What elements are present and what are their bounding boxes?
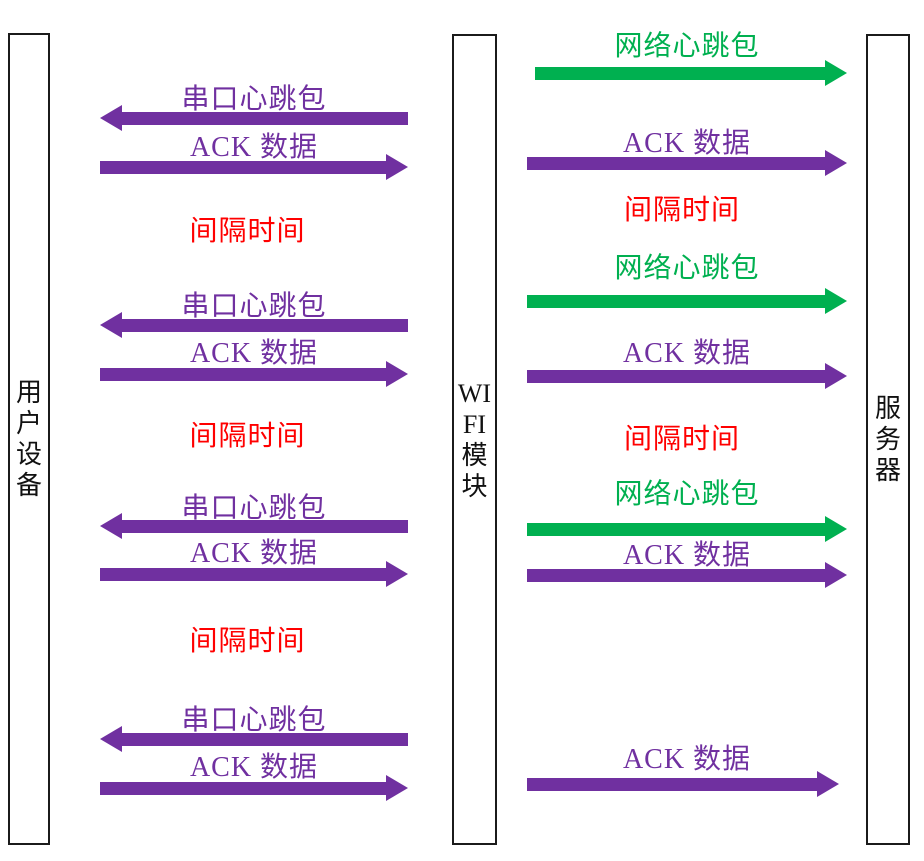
arrow-shaft — [527, 295, 831, 308]
ack-data-arrow-right — [527, 562, 847, 588]
arrow-head-left-icon — [100, 312, 122, 338]
vlabel-char: 服 — [874, 394, 901, 423]
arrow-shaft — [527, 569, 831, 582]
arrow-shaft — [100, 368, 392, 381]
vlabel-char: 器 — [874, 456, 901, 485]
serial-heartbeat-arrow-left — [100, 513, 408, 539]
arrow-head-right-icon — [386, 561, 408, 587]
vlabel-char: 用 — [15, 378, 42, 407]
vlabel-char: 模 — [461, 440, 488, 470]
ack-data-arrow-right — [527, 363, 847, 389]
network-heartbeat-arrow-right — [527, 516, 847, 542]
arrow-shaft — [535, 67, 831, 80]
arrow-head-right-icon — [825, 516, 847, 542]
vlabel-char: 块 — [461, 471, 488, 501]
ack-data-arrow-right — [527, 150, 847, 176]
vlabel-char: 备 — [15, 471, 42, 500]
arrow-head-right-icon — [825, 288, 847, 314]
arrow-shaft — [527, 778, 823, 791]
arrow-head-right-icon — [386, 361, 408, 387]
interval-time-label: 间隔时间 — [623, 195, 740, 226]
serial-heartbeat-label: 串口心跳包 — [181, 84, 327, 115]
ack-data-arrow-right — [527, 771, 839, 797]
interval-time-label: 间隔时间 — [623, 424, 740, 455]
participant-wifi-module: WI FI 模 块 — [452, 34, 497, 845]
interval-time-label: 间隔时间 — [189, 626, 306, 657]
network-heartbeat-label: 网络心跳包 — [614, 253, 760, 284]
ack-data-label: ACK 数据 — [622, 128, 752, 159]
serial-heartbeat-label: 串口心跳包 — [181, 493, 327, 524]
arrow-shaft — [116, 733, 408, 746]
vlabel-char: 务 — [874, 425, 901, 454]
ack-data-arrow-right — [100, 154, 408, 180]
ack-data-label: ACK 数据 — [622, 338, 752, 369]
arrow-shaft — [116, 319, 408, 332]
network-heartbeat-label: 网络心跳包 — [614, 31, 760, 62]
arrow-head-right-icon — [386, 154, 408, 180]
ack-data-arrow-right — [100, 361, 408, 387]
arrow-head-right-icon — [825, 150, 847, 176]
ack-data-label: ACK 数据 — [189, 132, 319, 163]
interval-time-label: 间隔时间 — [189, 216, 306, 247]
serial-heartbeat-label: 串口心跳包 — [181, 705, 327, 736]
participant-user-device: 用 户 设 备 — [8, 33, 50, 845]
arrow-shaft — [116, 520, 408, 533]
serial-heartbeat-arrow-left — [100, 726, 408, 752]
arrow-head-left-icon — [100, 513, 122, 539]
ack-data-label: ACK 数据 — [189, 752, 319, 783]
arrow-head-left-icon — [100, 726, 122, 752]
serial-heartbeat-arrow-left — [100, 312, 408, 338]
vlabel-char: WI — [457, 378, 492, 408]
vlabel-char: FI — [462, 409, 487, 439]
arrow-head-left-icon — [100, 105, 122, 131]
participant-wifi-module-label: WI FI 模 块 — [458, 378, 491, 502]
arrow-shaft — [116, 112, 408, 125]
arrow-head-right-icon — [825, 562, 847, 588]
interval-time-label: 间隔时间 — [189, 421, 306, 452]
network-heartbeat-label: 网络心跳包 — [614, 479, 760, 510]
ack-data-label: ACK 数据 — [189, 338, 319, 369]
arrow-shaft — [100, 161, 392, 174]
ack-data-label: ACK 数据 — [622, 540, 752, 571]
arrow-head-right-icon — [825, 363, 847, 389]
arrow-head-right-icon — [386, 775, 408, 801]
participant-server-label: 服 务 器 — [875, 393, 901, 486]
network-heartbeat-arrow-right — [535, 60, 847, 86]
vlabel-char: 设 — [15, 440, 42, 469]
arrow-shaft — [527, 523, 831, 536]
arrow-head-right-icon — [817, 771, 839, 797]
arrow-shaft — [100, 568, 392, 581]
ack-data-arrow-right — [100, 775, 408, 801]
arrow-shaft — [527, 370, 831, 383]
participant-server: 服 务 器 — [866, 34, 910, 845]
arrow-shaft — [100, 782, 392, 795]
network-heartbeat-arrow-right — [527, 288, 847, 314]
ack-data-label: ACK 数据 — [622, 744, 752, 775]
participant-user-device-label: 用 户 设 备 — [16, 377, 42, 501]
vlabel-char: 户 — [15, 409, 42, 438]
ack-data-label: ACK 数据 — [189, 538, 319, 569]
serial-heartbeat-label: 串口心跳包 — [181, 291, 327, 322]
arrow-shaft — [527, 157, 831, 170]
serial-heartbeat-arrow-left — [100, 105, 408, 131]
arrow-head-right-icon — [825, 60, 847, 86]
ack-data-arrow-right — [100, 561, 408, 587]
